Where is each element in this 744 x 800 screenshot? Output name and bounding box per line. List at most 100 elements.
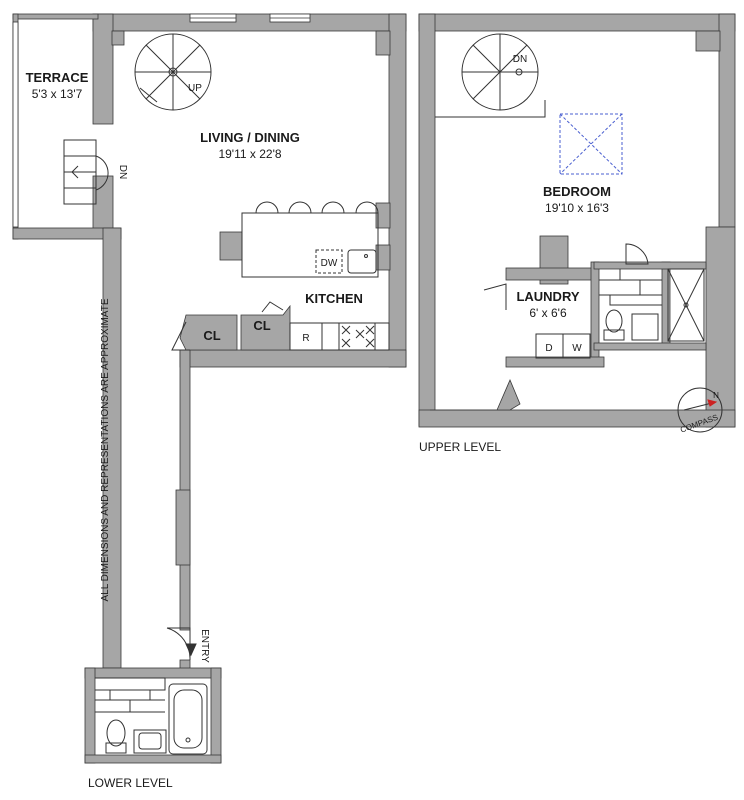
right-wall — [388, 13, 407, 368]
bath-top-wall — [84, 667, 222, 679]
dn-terrace-label: DN — [117, 165, 128, 179]
skylight-diag-1 — [559, 113, 623, 175]
stool-3 — [321, 201, 345, 214]
skylight-diag-2 — [559, 113, 623, 175]
compass-north-arrow — [707, 399, 718, 407]
terrace-label: TERRACE — [26, 70, 89, 85]
bathtub — [168, 683, 208, 755]
kitchen-label: KITCHEN — [305, 291, 363, 306]
closet-1-label: CL — [203, 328, 220, 343]
laundry-label: LAUNDRY — [516, 289, 579, 304]
walls — [12, 13, 736, 764]
upper-bottom-wall — [418, 409, 736, 428]
upper-bath-bottom-wall — [593, 342, 707, 351]
toilet-bowl — [106, 719, 126, 747]
shower-diag-2 — [667, 268, 705, 342]
fridge-label: R — [302, 333, 309, 344]
laundry-fixtures — [483, 283, 591, 359]
dw-label: DW — [321, 258, 338, 269]
terrace-railing — [12, 21, 19, 228]
bathtub-drain — [185, 737, 191, 743]
lower-bath-tile-2 — [95, 690, 165, 713]
terrace-step-arrow — [71, 165, 88, 179]
upper-top-wall — [418, 13, 736, 32]
shower-drain — [683, 302, 689, 308]
corridor-niche — [175, 489, 191, 566]
laundry-top-wall — [505, 267, 597, 281]
lower-bottom-wall — [179, 349, 407, 368]
level-labels: LOWER LEVEL UPPER LEVEL — [88, 440, 501, 790]
kitchen-island-pier — [219, 231, 243, 261]
dryer-label: D — [545, 343, 552, 354]
entry-label: ENTRY — [199, 629, 210, 663]
upper-right-wall-bottom — [705, 226, 736, 428]
bath-left-wall — [84, 667, 96, 764]
disclaimer: ALL DIMENSIONS AND REPRESENTATIONS ARE A… — [100, 298, 111, 601]
upper-bath — [599, 243, 705, 342]
lower-bath-tile-1 — [95, 677, 166, 691]
closet-2-door — [261, 301, 284, 313]
compass — [677, 387, 723, 433]
bathtub-inner — [173, 689, 203, 749]
closet-1-door — [171, 321, 190, 351]
stair-upper-landing — [435, 100, 546, 118]
bedroom-label: BEDROOM — [543, 184, 611, 199]
compass-n-label: N — [713, 391, 719, 400]
shower — [667, 268, 705, 342]
terrace-top-wall — [12, 13, 99, 20]
room-labels: TERRACE 5'3 x 13'7 LIVING / DINING 19'11… — [26, 70, 611, 320]
living-right-pier-1 — [375, 202, 391, 229]
dn-upper-label: DN — [513, 54, 527, 65]
range — [338, 322, 376, 351]
upper-left-wall — [418, 13, 436, 427]
terrace-dim: 5'3 x 13'7 — [32, 87, 83, 101]
bath-bottom-wall — [84, 754, 222, 764]
terrace-door-swing — [95, 155, 109, 191]
skylight-frame — [559, 113, 623, 175]
spiral-stair-lower — [134, 33, 212, 111]
sink-drain — [364, 254, 368, 258]
laundry-door — [483, 283, 507, 310]
terrace-steps — [63, 139, 109, 205]
upper-corner-pier — [695, 30, 721, 52]
upper-right-wall-top — [718, 13, 736, 228]
bath-divider-wall — [661, 261, 671, 348]
upper-bath-tile — [599, 269, 662, 306]
up-label: UP — [188, 83, 202, 94]
lower-bath — [95, 677, 208, 755]
washer-label: W — [572, 343, 582, 354]
windows — [12, 13, 311, 228]
bath-right-wall — [210, 667, 222, 764]
laundry-dim: 6' x 6'6 — [529, 306, 567, 320]
island-counter — [241, 212, 379, 278]
stool-2 — [288, 201, 312, 214]
compass-ring — [677, 387, 723, 433]
bedroom-dim: 19'10 x 16'3 — [545, 201, 609, 215]
lower-level-label: LOWER LEVEL — [88, 776, 173, 790]
spiral-stair-upper — [435, 33, 546, 118]
upper-level-label: UPPER LEVEL — [419, 440, 501, 454]
kitchen-island — [241, 201, 379, 278]
upper-bath-door — [625, 243, 649, 265]
living-left-pier — [111, 30, 125, 46]
vanity-sink — [138, 732, 162, 750]
vanity — [133, 729, 167, 754]
stool-1 — [255, 201, 279, 214]
closet-1-wall — [179, 314, 238, 351]
upper-toilet-tank — [603, 329, 625, 341]
toilet-tank — [105, 742, 127, 754]
upper-toilet-bowl — [605, 309, 623, 333]
living-dim: 19'11 x 22'8 — [218, 147, 281, 161]
skylight — [559, 113, 623, 175]
upper-bath-top-wall — [593, 261, 707, 270]
dishwasher — [315, 249, 343, 274]
stair-lower-treads — [135, 34, 211, 110]
entry-arrow — [185, 643, 197, 657]
stool-4 — [355, 201, 379, 214]
top-wall — [92, 13, 407, 32]
stair-upper-treads — [462, 34, 538, 110]
closet-doors — [171, 301, 284, 351]
laundry-bottom-wall — [505, 356, 605, 368]
range-burners — [341, 325, 375, 348]
